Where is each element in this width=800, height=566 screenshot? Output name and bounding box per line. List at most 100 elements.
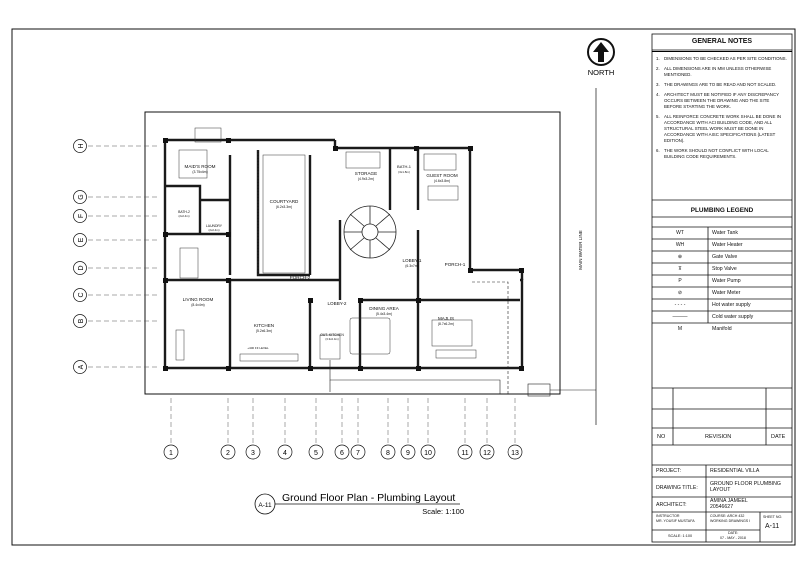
room-bath-2-size: (2x2.4m) <box>178 214 189 218</box>
plot-boundary <box>144 111 561 395</box>
room-guest-room: GUEST ROOM <box>426 173 457 178</box>
grid-label-7: 7 <box>356 450 360 457</box>
room-laundry: LAUNDRY <box>206 224 223 228</box>
water-tank-icon: WT <box>676 230 684 236</box>
sheet-no-label: SHEET NO. <box>763 515 783 519</box>
plan-title: Ground Floor Plan - Plumbing Layout <box>282 492 455 504</box>
room-out-kitchen: OUT. KITCHEN <box>320 333 344 337</box>
room-bath-1: BATH-1 <box>397 164 412 169</box>
note-item: 5.ALL REINFORCE CONCRETE WORK SHALL BE D… <box>656 114 782 143</box>
grid-label-b: B <box>78 318 85 323</box>
legend-row: ⊕Gate Valve <box>652 251 792 263</box>
plumbing-lines <box>329 281 596 397</box>
room-courtyard: COURTYARD <box>270 199 299 204</box>
grid-label-3: 3 <box>251 450 255 457</box>
columns <box>163 138 524 371</box>
room-living-room-size: (8.4x4m) <box>191 303 204 307</box>
project-label: PROJECT: <box>656 468 682 474</box>
project-name: RESIDENTIAL VILLA <box>710 468 760 474</box>
room-bath-1-size: (3x1.8m) <box>398 170 410 174</box>
room-porch-1: PORCH-1 <box>445 262 466 267</box>
date-label: DATE: <box>728 531 739 535</box>
grid-label-6: 6 <box>340 450 344 457</box>
course-label: COURSE: ARCH 432 <box>710 514 745 518</box>
room-dining-area-size: (5.4x3.4m) <box>376 312 392 316</box>
room-lobby-2: LOBBY-2 <box>328 301 347 306</box>
room-living-room: LIVING ROOM <box>183 297 214 302</box>
note-item: 6.THE WORK SHOULD NOT CONFLICT WITH LOCA… <box>656 148 769 159</box>
general-notes: GENERAL NOTES 1.DIMENSIONS TO BE CHECKED… <box>652 34 792 199</box>
note-item: 4.ARCHITECT MUST BE NOTIFIED IF ANY DISC… <box>656 92 779 109</box>
architect-id: 20546627 <box>710 504 734 510</box>
plan-title-block <box>254 493 460 515</box>
water-pump-icon: P <box>678 278 682 284</box>
room-bath-2: BATH-2 <box>178 210 190 214</box>
grid-label-g: G <box>78 194 85 199</box>
grid-label-d: D <box>78 265 85 270</box>
sheet-number: A-11 <box>765 523 780 530</box>
manifold-icon: M <box>677 326 683 332</box>
stop-valve-icon: ⊼ <box>678 266 682 272</box>
note-item: 1.DIMENSIONS TO BE CHECKED AS PER SITE C… <box>656 56 787 61</box>
legend-row: ⊘Water Meter <box>652 287 792 299</box>
grid-label-1: 1 <box>169 450 173 457</box>
grid-label-11: 11 <box>461 450 468 457</box>
water-meter-icon: ⊘ <box>677 290 683 296</box>
grid-label-c: C <box>78 292 85 297</box>
instructor-label: INSTRUCTOR <box>656 514 680 518</box>
grid-label-2: 2 <box>226 450 230 457</box>
room-porch-2: PORCH-2 <box>290 275 311 280</box>
legend-row: ⊼Stop Valve <box>652 263 792 275</box>
grid-label-9: 9 <box>406 450 410 457</box>
grid-number-bubbles <box>163 444 523 460</box>
architect-name: AMINA JAMEEL <box>710 498 748 504</box>
instructor-name: MR. YOUSIF MUSTAFA <box>656 519 695 523</box>
grid-label-4: 4 <box>283 450 287 457</box>
sheet-border <box>11 28 796 546</box>
room-storage: STORAGE <box>355 171 377 176</box>
grid-label-f: F <box>78 214 85 218</box>
level-tag: +400 FF LEVEL <box>247 346 269 350</box>
drawing-title: GROUND FLOOR PLUMBING LAYOUT <box>710 481 781 493</box>
north-label: NORTH <box>588 68 615 77</box>
grid-lines-vertical <box>170 398 516 444</box>
grid-label-8: 8 <box>386 450 390 457</box>
room-lobby-1-size: (6.3x7m) <box>405 264 418 268</box>
grid-label-a: A <box>78 364 85 369</box>
title-block-frame <box>651 33 793 543</box>
room-majlis: MAJLIS <box>438 316 454 321</box>
plan-scale: Scale: 1:100 <box>422 507 464 516</box>
grid-label-h: H <box>78 143 85 148</box>
grid-label-10: 10 <box>424 450 432 457</box>
grid-label-5: 5 <box>314 450 318 457</box>
drawing-title-label: DRAWING TITLE: <box>656 485 698 491</box>
grid-label-13: 13 <box>511 450 519 457</box>
room-lobby-1: LOBBY-1 <box>403 258 422 263</box>
room-kitchen-size: (5.2x6.3m) <box>256 329 272 333</box>
room-maids-room: MAID'S ROOM <box>185 164 216 169</box>
revision-no-label: NO <box>657 434 666 440</box>
date-value: 07 - MAY - 2018 <box>720 536 746 540</box>
spiral-staircase <box>343 205 397 259</box>
grid-letter-bubbles <box>73 139 87 374</box>
north-arrow-icon <box>587 38 615 66</box>
plan-sheet-tag: A-11 <box>258 502 272 509</box>
main-water-line-label: MAIN WATER LINE <box>578 230 583 270</box>
revision-date-label: DATE <box>771 434 786 440</box>
cold-water-line-icon: ——— <box>672 314 688 320</box>
scale-label: SCALE: 1:100 <box>668 534 693 538</box>
room-majlis-size: (8.7x6.2m) <box>438 322 454 326</box>
note-item: 3.THE DRAWINGS ARE TO BE READ AND NOT SC… <box>656 82 777 87</box>
grid-lines-horizontal <box>88 145 160 368</box>
architect-label: ARCHITECT: <box>656 502 687 508</box>
room-dining-area: DINING AREA <box>369 306 400 311</box>
room-guest-room-size: (4.6x3.8m) <box>434 179 450 183</box>
general-notes-title: GENERAL NOTES <box>652 34 792 52</box>
plumbing-legend-title: PLUMBING LEGEND <box>690 207 754 214</box>
grid-label-12: 12 <box>483 450 491 457</box>
